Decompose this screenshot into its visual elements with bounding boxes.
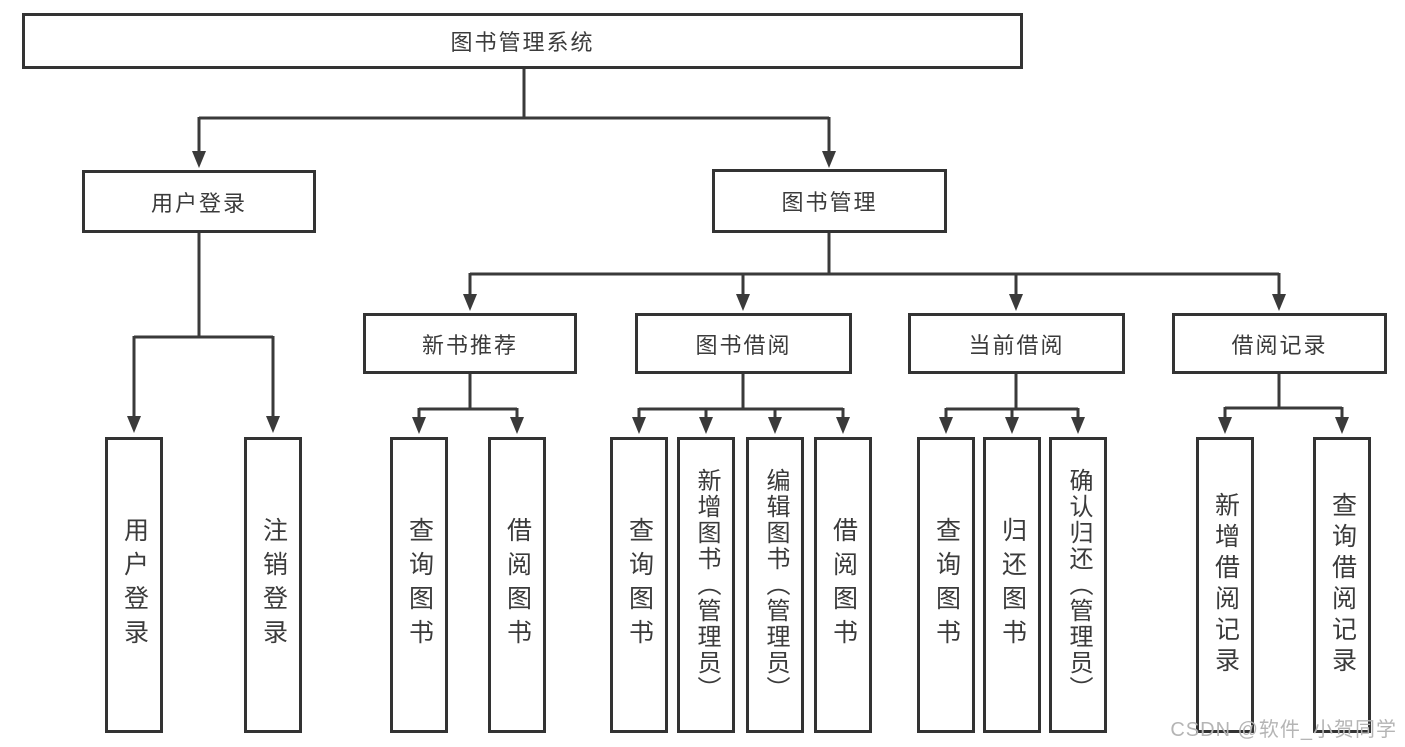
node-book-management: 图书管理: [712, 169, 947, 233]
leaf-borrow-books-recommend: 借阅图书: [488, 437, 546, 733]
leaf-user-login: 用户登录: [105, 437, 163, 733]
leaf-label: 借阅图书: [829, 517, 858, 653]
node-label: 新书推荐: [421, 332, 518, 358]
node-label: 借阅记录: [1231, 332, 1328, 358]
leaf-label: 查询借阅记录: [1328, 492, 1357, 678]
leaf-query-books-current: 查询图书: [917, 437, 975, 733]
node-label: 图书管理: [781, 190, 878, 215]
leaf-label: 查询图书: [625, 517, 654, 653]
node-book-borrow: 图书借阅: [635, 313, 852, 374]
leaf-add-book-admin: 新增图书（管理员）: [677, 437, 735, 733]
node-label: 图书管理系统: [450, 30, 595, 55]
leaf-query-borrow-record: 查询借阅记录: [1313, 437, 1371, 733]
leaf-label: 归还图书: [998, 517, 1027, 653]
leaf-label: 注销登录: [259, 517, 288, 653]
leaf-add-borrow-record: 新增借阅记录: [1196, 437, 1254, 733]
leaf-query-books-borrow: 查询图书: [610, 437, 668, 733]
csdn-watermark: CSDN @软件_小贺同学: [1170, 719, 1397, 741]
node-label: 当前借阅: [968, 332, 1065, 358]
leaf-label: 查询图书: [932, 517, 961, 653]
node-borrow-records: 借阅记录: [1172, 313, 1387, 374]
leaf-edit-book-admin: 编辑图书（管理员）: [746, 437, 804, 733]
leaf-return-books: 归还图书: [983, 437, 1041, 733]
leaf-label: 用户登录: [120, 517, 149, 653]
node-user-login: 用户登录: [82, 170, 316, 233]
leaf-logout: 注销登录: [244, 437, 302, 733]
leaf-label: 编辑图书（管理员）: [762, 468, 789, 702]
node-label: 图书借阅: [695, 332, 792, 358]
node-label: 用户登录: [150, 190, 247, 216]
leaf-borrow-books: 借阅图书: [814, 437, 872, 733]
node-library-system: 图书管理系统: [22, 13, 1023, 69]
leaf-label: 查询图书: [405, 517, 434, 653]
node-new-book-recommend: 新书推荐: [363, 313, 577, 374]
leaf-label: 借阅图书: [503, 517, 532, 653]
leaf-label: 新增借阅记录: [1211, 492, 1240, 678]
leaf-query-books-recommend: 查询图书: [390, 437, 448, 733]
leaf-label: 确认归还（管理员）: [1065, 468, 1092, 702]
leaf-label: 新增图书（管理员）: [693, 468, 720, 702]
leaf-confirm-return-admin: 确认归还（管理员）: [1049, 437, 1107, 733]
node-current-borrow: 当前借阅: [908, 313, 1125, 374]
